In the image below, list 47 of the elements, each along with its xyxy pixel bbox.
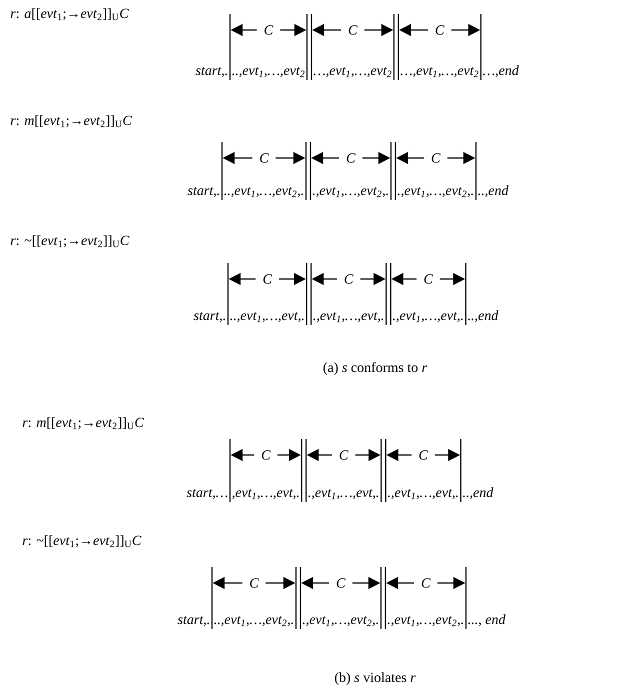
- event-sequence: ..,end: [468, 310, 498, 322]
- interval-label: C: [424, 150, 448, 166]
- event-sequence: .,evt$_{1}$,…,evt,.: [308, 489, 378, 500]
- interval-label: C: [341, 22, 364, 38]
- interval-label: C: [332, 447, 356, 463]
- event-sequence: start,.: [188, 187, 219, 198]
- interval-label: C: [416, 271, 440, 287]
- interval-label: C: [336, 271, 360, 287]
- event-sequence: ..., end: [468, 614, 506, 626]
- event-sequence: start,.: [194, 312, 225, 322]
- event-sequence: .,evt$_{1}$,…,evt,.: [388, 489, 458, 500]
- caption: (b) s violates r: [334, 672, 416, 685]
- interval-label: C: [254, 447, 278, 463]
- interval-label: C: [252, 150, 276, 166]
- interval-label: C: [414, 575, 438, 591]
- interval-label: C: [339, 150, 362, 166]
- event-sequence: .,evt$_{1}$,…,evt$_{2}$,.: [398, 187, 473, 198]
- event-sequence: …,end: [483, 65, 519, 78]
- rule-label: r: ~[[evt$_{1}$;→evt$_{2}$]]$_{U}$C: [22, 535, 142, 548]
- event-sequence: ..,evt$_{1}$,…,evt$_{2}$: [232, 67, 304, 78]
- rule-label: r: m[[evt$_{1}$;→evt$_{2}$]]$_{U}$C: [10, 115, 132, 128]
- rule-label: r: a[[evt$_{1}$;→evt$_{2}$]]$_{U}$C: [10, 8, 129, 20]
- event-sequence: …,evt$_{1}$,…,evt$_{2}$: [314, 67, 392, 78]
- event-sequence: .,evt$_{1}$,…,evt,.: [313, 312, 384, 322]
- event-sequence: .,evt$_{1}$,…,evt$_{2}$,.: [302, 616, 378, 626]
- interval-label: C: [256, 271, 279, 287]
- interval-label: C: [242, 575, 266, 591]
- event-sequence: ..,evt$_{1}$,…,evt$_{2}$,.: [214, 616, 293, 626]
- event-sequence: .,evt$_{1}$,…,evt$_{2}$,.: [388, 616, 463, 626]
- event-sequence: start,.: [196, 67, 227, 78]
- event-sequence: ..,end: [478, 185, 508, 198]
- rule-label: r: m[[evt$_{1}$;→evt$_{2}$]]$_{U}$C: [22, 417, 144, 430]
- event-sequence: ..,end: [463, 487, 494, 500]
- caption: (a) s conforms to r: [324, 362, 428, 375]
- interval-label: C: [256, 22, 280, 38]
- event-sequence: …,evt$_{1}$,…,evt$_{2}$: [400, 67, 478, 78]
- event-sequence: ..,evt$_{1}$,…,evt$_{2}$,.: [224, 187, 303, 198]
- event-sequence: start,.: [178, 616, 209, 626]
- event-sequence: ,evt$_{1}$,…,evt,.: [232, 489, 299, 500]
- interval-label: C: [329, 575, 352, 591]
- event-sequence: .,evt$_{1}$,…,evt$_{2}$,.: [312, 187, 388, 198]
- interval-label: C: [428, 22, 452, 38]
- interval-label: C: [412, 447, 435, 463]
- event-sequence: .,evt$_{1}$,…,evt,.: [393, 312, 463, 322]
- event-sequence: ..,evt$_{1}$,…,evt,.: [230, 312, 304, 322]
- event-sequence: start,…: [186, 489, 228, 500]
- rule-label: r: ~[[evt$_{1}$;→evt$_{2}$]]$_{U}$C: [10, 235, 130, 248]
